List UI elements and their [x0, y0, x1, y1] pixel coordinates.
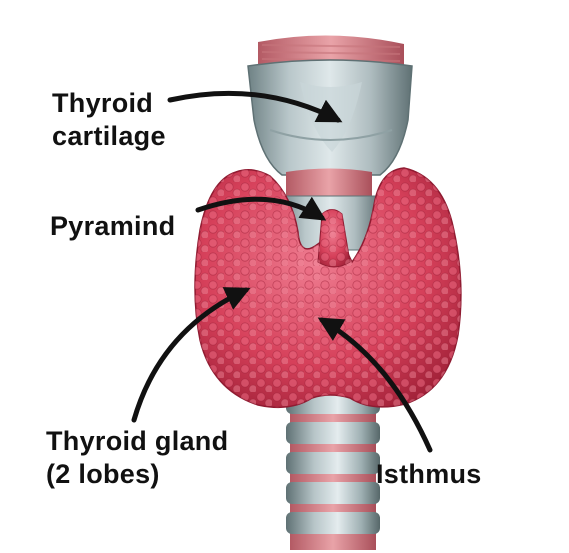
arrow-pyramid: [195, 196, 327, 221]
label-thyroid-gland-line-1: Thyroid gland: [46, 426, 229, 456]
label-thyroid-cartilage-line-2: cartilage: [52, 121, 166, 151]
arrow-thyroid-cartilage: [167, 90, 343, 123]
label-thyroid-gland: Thyroid gland (2 lobes): [46, 425, 228, 491]
label-pyramid: Pyramind: [50, 211, 176, 241]
thyroid-gland: [194, 167, 462, 409]
label-thyroid-cartilage: Thyroid cartilage: [52, 87, 166, 153]
pointer-arrows: [131, 90, 433, 453]
arrow-thyroid-gland: [131, 287, 251, 423]
label-isthmus: Isthmus: [376, 459, 482, 489]
label-thyroid-gland-line-2: (2 lobes): [46, 459, 160, 489]
label-thyroid-cartilage-line-1: Thyroid: [52, 88, 154, 118]
arrow-isthmus: [317, 317, 433, 453]
